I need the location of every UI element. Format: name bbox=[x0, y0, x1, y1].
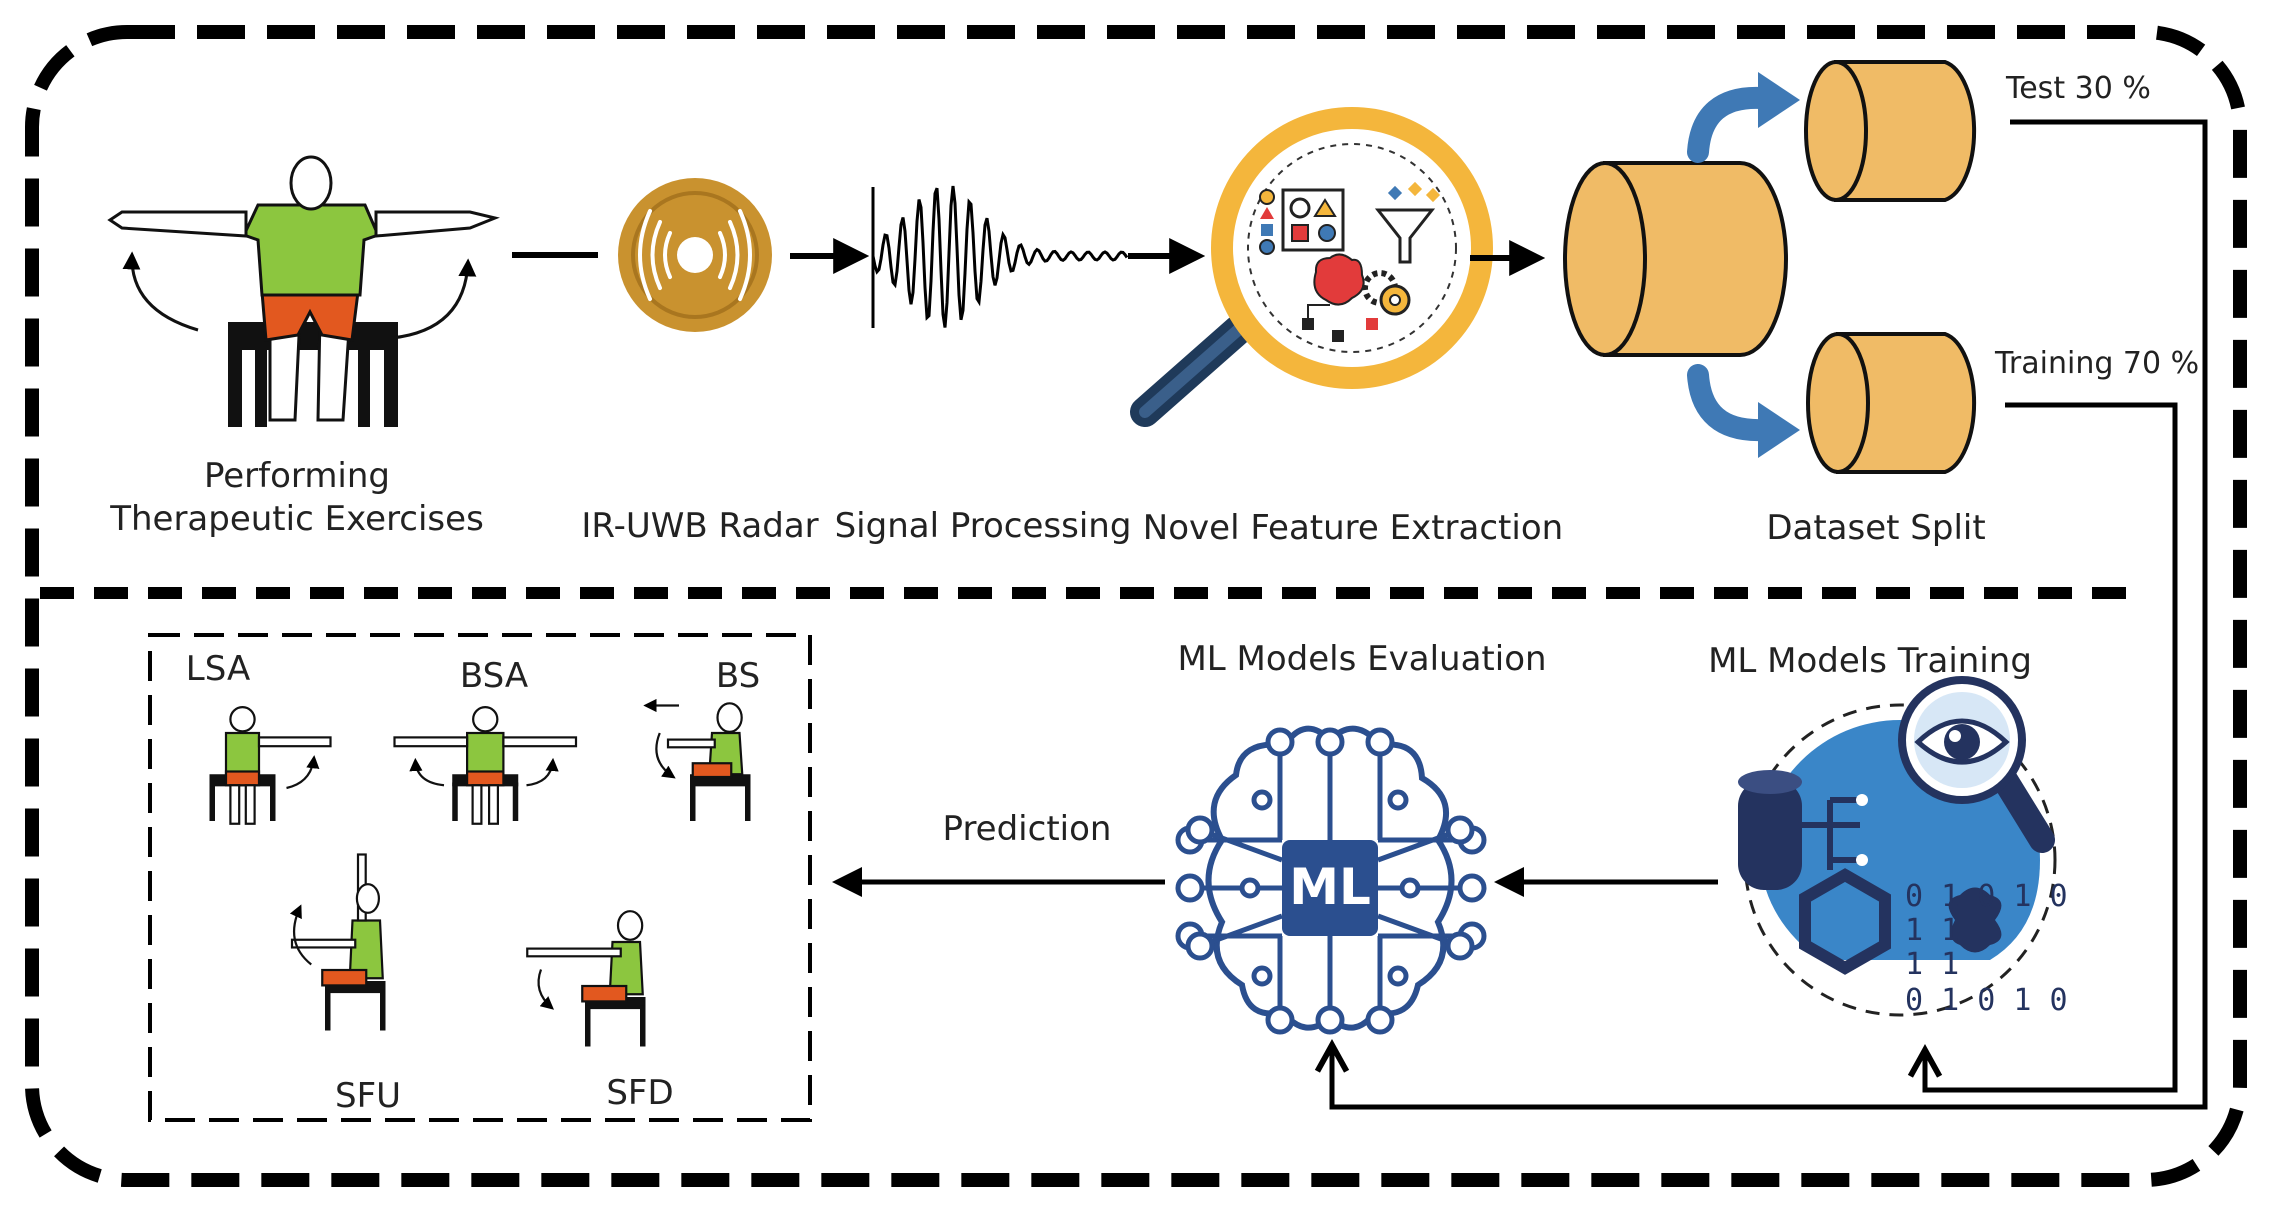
split-arrows bbox=[1687, 72, 1800, 458]
exercise-class-bs: BS bbox=[715, 656, 761, 696]
ml-evaluation-label: ML Models Evaluation bbox=[1177, 639, 1547, 679]
exercise-label: Performing Therapeutic Exercises bbox=[110, 455, 484, 540]
exercise-label-line-1: Performing bbox=[203, 456, 391, 496]
signal-waveform bbox=[871, 185, 1129, 328]
ml-chip-text: ML bbox=[1289, 858, 1371, 916]
exercise-class-bsa: BSA bbox=[459, 656, 529, 696]
feature-extraction-label: Novel Feature Extraction bbox=[1142, 508, 1564, 548]
exercise-figure-sfu bbox=[289, 853, 386, 1031]
exercise-classes-box bbox=[148, 633, 812, 1122]
exercise-label-line-2: Therapeutic Exercises bbox=[110, 498, 484, 539]
binary-row-3: 1 1 bbox=[1905, 947, 1959, 982]
dataset-cylinder-training bbox=[1806, 332, 1977, 474]
signal-processing-label: Signal Processing bbox=[834, 506, 1132, 546]
outer-dashed-frame bbox=[25, 25, 2247, 1187]
prediction-label: Prediction bbox=[942, 809, 1112, 849]
ml-evaluation-icon: ML bbox=[1175, 725, 1487, 1035]
exercise-figure-lsa bbox=[209, 706, 332, 825]
exercise-class-lsa: LSA bbox=[185, 649, 251, 689]
therapeutic-exercise-figure bbox=[107, 155, 500, 427]
exercise-figure-bs bbox=[643, 698, 751, 821]
training-split-label: Training 70 % bbox=[1995, 346, 2200, 381]
dataset-cylinder-main bbox=[1563, 161, 1788, 357]
binary-row-4: 0 1 0 1 0 bbox=[1905, 983, 2068, 1018]
ml-training-icon: 0 1 0 1 0 1 1 1 1 0 1 0 1 0 bbox=[1738, 676, 2068, 1018]
ml-training-label: ML Models Training bbox=[1708, 641, 2032, 681]
dataset-cylinder-test bbox=[1804, 60, 1977, 202]
dataset-split-label: Dataset Split bbox=[1766, 508, 1986, 548]
radar-label: IR-UWB Radar bbox=[581, 506, 819, 546]
training-route-line bbox=[1925, 402, 2178, 1093]
exercise-class-sfu: SFU bbox=[334, 1076, 402, 1116]
exercise-class-sfd: SFD bbox=[606, 1073, 674, 1113]
binary-row-2: 1 1 bbox=[1905, 913, 1959, 948]
exercise-figure-bsa bbox=[393, 706, 578, 825]
test-split-label: Test 30 % bbox=[2006, 71, 2151, 106]
feature-extraction-magnifier bbox=[1130, 107, 1493, 427]
binary-row-1: 0 1 0 1 0 bbox=[1905, 879, 2068, 914]
radar-icon bbox=[618, 178, 772, 332]
test-route-line bbox=[1332, 119, 2208, 1110]
exercise-figure-sfd bbox=[526, 910, 646, 1047]
